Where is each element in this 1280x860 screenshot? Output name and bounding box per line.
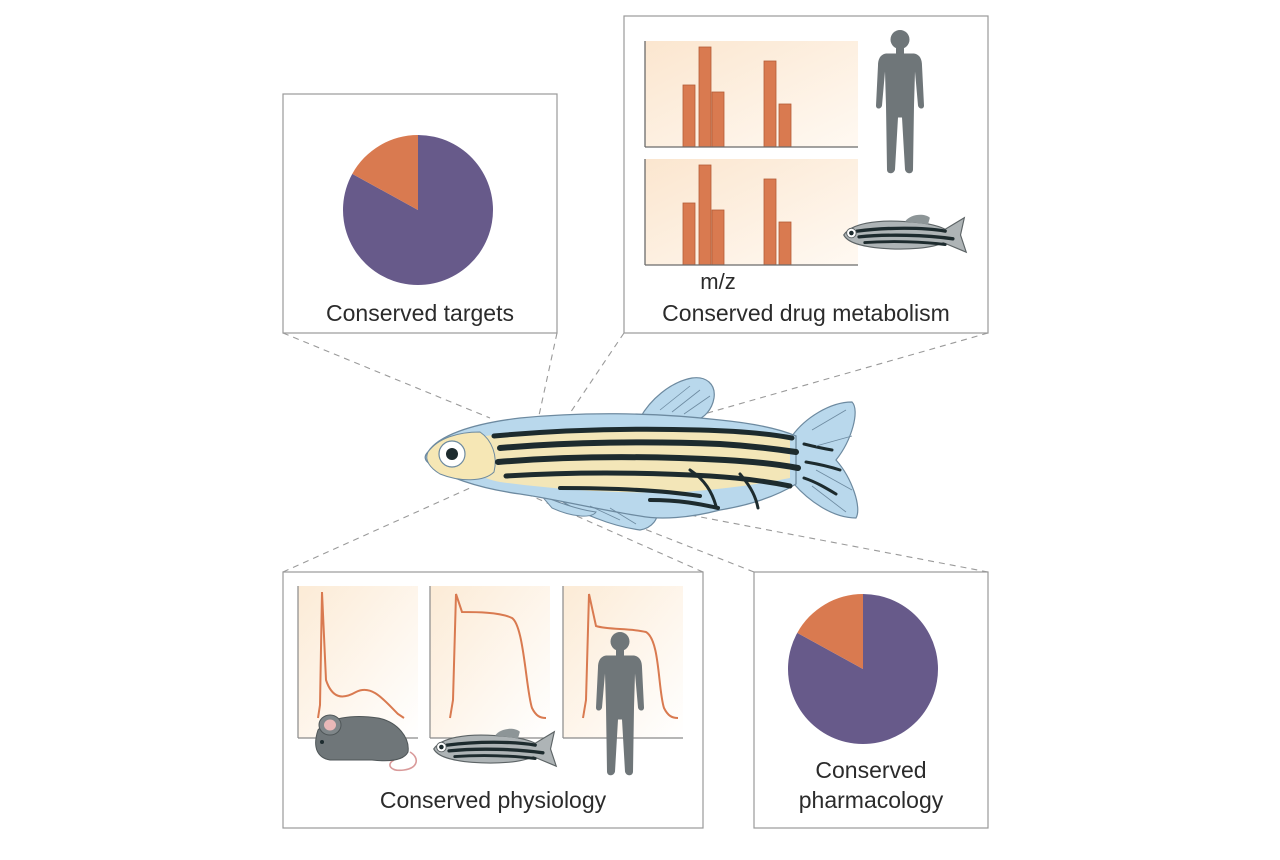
spectrum-bar-5 [778,103,792,148]
mass-spectrum-human [682,46,792,148]
action-potential-zebrafish [449,593,547,719]
spectrum-bar-1 [682,202,696,266]
spectrum-bar-4 [763,178,777,266]
spectrum-bar-4 [763,60,777,148]
panel-label-pharmacology-line1: Conserved [815,757,926,783]
spectrum-bar-2 [698,164,712,266]
spectrum-bar-1 [682,84,696,148]
spectrum-axes [644,41,858,266]
panel-conserved-physiology: Conserved physiology [282,571,704,829]
ap-background-zebrafish [430,586,550,738]
tail-fin [791,401,859,519]
spectrum-bar-3 [711,209,725,266]
panel-label-metabolism: Conserved drug metabolism [662,300,950,326]
pie-chart-pharmacology [788,594,939,744]
connector-metabolism-right [689,332,989,419]
panel-conserved-targets: Conserved targets [282,93,558,334]
fin-rays [589,385,853,525]
connector-physiology-left [282,487,471,573]
connector-physiology-right [499,481,704,573]
fish-stripes [491,426,842,510]
dorsal-fin [638,377,715,421]
action-potential-mouse [317,591,405,719]
pie-slice-2 [352,135,418,210]
fish-pupil [446,448,458,460]
panel-label-targets: Conserved targets [326,300,514,326]
mass-spectrum-zebrafish [682,164,792,266]
connector-metabolism-left [561,332,625,426]
axis-label-mz: m/z [700,269,735,294]
spectrum-bar-3 [711,91,725,148]
connector-targets-right [537,332,558,421]
spectrum-background-fish [645,159,858,265]
connector-pharmacology-right [689,514,989,573]
mouse-icon [315,714,417,772]
connector-targets-left [282,332,491,419]
zebrafish-illustration [424,377,859,531]
spectrum-bar-2 [698,46,712,148]
spectrum-background-human [645,41,858,147]
pie-chart-targets [343,135,493,286]
pelvic-fin [539,493,597,517]
panel-label-pharmacology-line2: pharmacology [799,787,944,813]
panel-conserved-pharmacology: Conserved pharmacology [753,571,989,829]
panel-conserved-drug-metabolism: m/z Conserved drug metabolism [623,15,989,334]
pie-slice-2 [797,594,863,669]
action-potential-human [582,593,679,719]
pie-slice-1 [343,135,493,286]
panel-label-physiology: Conserved physiology [380,787,607,813]
spectrum-bar-5 [778,221,792,266]
